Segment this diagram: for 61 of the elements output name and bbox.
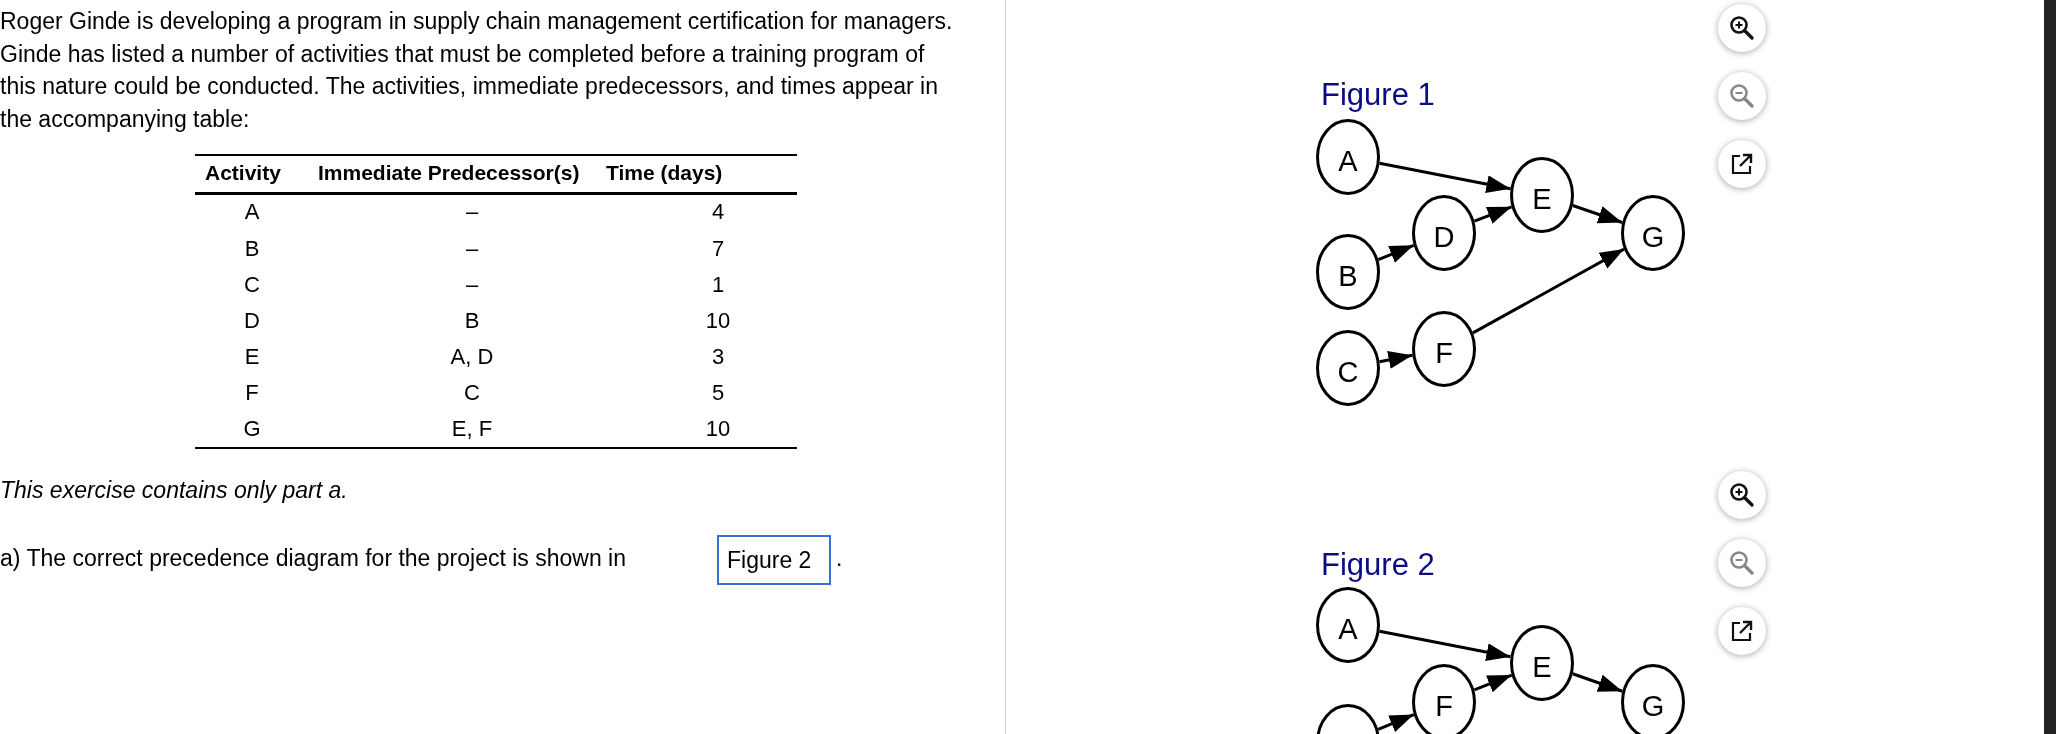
node-label: F bbox=[1434, 337, 1454, 369]
column-header: Time (days) bbox=[606, 160, 723, 186]
predecessor-label: – bbox=[465, 199, 479, 225]
activity-node bbox=[1621, 195, 1685, 271]
activity-node bbox=[1316, 119, 1380, 195]
column-header: Immediate Predecessor(s) bbox=[318, 160, 580, 186]
node-label: E bbox=[1531, 651, 1553, 683]
column-header: Activity bbox=[205, 160, 281, 186]
question-text: a) The correct precedence diagram for the project is shown in bbox=[0, 545, 626, 571]
activity-node bbox=[1412, 311, 1476, 387]
activity-node bbox=[1412, 664, 1476, 734]
node-label: G bbox=[1640, 221, 1666, 253]
predecessor-label: – bbox=[465, 236, 479, 262]
predecessor-label: B bbox=[464, 308, 480, 334]
activity-node bbox=[1621, 664, 1685, 734]
activity-label: D bbox=[244, 308, 260, 334]
arrow bbox=[1379, 351, 1413, 369]
arrow bbox=[1473, 205, 1513, 224]
predecessor-label: A, D bbox=[450, 344, 494, 370]
answer-field: Figure 2 bbox=[717, 535, 831, 585]
problem-statement: Roger Ginde is developing a program in supply chain management certification for managers. Ginde has listed a number of activities that must be completed before a training program of this nature could be conducted. The activities, immediate predecessors, and times appear in the accompanying table: bbox=[0, 7, 954, 134]
time-value: 4 bbox=[711, 199, 725, 225]
arrow bbox=[1377, 243, 1415, 263]
activity-node bbox=[1510, 157, 1574, 233]
node-label: G bbox=[1640, 690, 1666, 722]
predecessor-label: – bbox=[465, 272, 479, 298]
arrow bbox=[1473, 673, 1513, 693]
arrow bbox=[1472, 247, 1625, 335]
time-value: 7 bbox=[711, 236, 725, 262]
activity-label: G bbox=[243, 416, 261, 442]
time-value: 3 bbox=[711, 344, 725, 370]
activity-label: A bbox=[244, 199, 260, 225]
node-label: B bbox=[1337, 260, 1359, 292]
arrow bbox=[1379, 161, 1511, 194]
time-value: 10 bbox=[705, 416, 731, 442]
time-value: 10 bbox=[705, 308, 731, 334]
node-label: D bbox=[1432, 221, 1456, 253]
predecessor-label: E, F bbox=[451, 416, 493, 442]
activity-node bbox=[1510, 625, 1574, 701]
arrow bbox=[1572, 204, 1623, 224]
activity-node bbox=[1316, 587, 1380, 663]
period-text: . bbox=[836, 545, 843, 571]
node-label: F bbox=[1434, 690, 1454, 722]
activity-node bbox=[1316, 234, 1380, 310]
activity-node bbox=[1412, 195, 1476, 271]
node-label: A bbox=[1337, 145, 1359, 177]
node-label: C bbox=[1336, 356, 1360, 388]
activity-node bbox=[1316, 330, 1380, 406]
exercise-note: This exercise contains only part a. bbox=[0, 477, 348, 503]
activity-label: F bbox=[245, 380, 259, 406]
time-value: 5 bbox=[711, 380, 725, 406]
node-label: E bbox=[1531, 183, 1553, 215]
arrow bbox=[1379, 629, 1511, 662]
activity-label: E bbox=[244, 344, 260, 370]
time-value: 1 bbox=[711, 272, 725, 298]
arrow bbox=[1572, 672, 1623, 693]
activity-label: C bbox=[244, 272, 260, 298]
predecessor-label: C bbox=[464, 380, 480, 406]
activity-label: B bbox=[244, 236, 260, 262]
node-label: A bbox=[1337, 613, 1359, 645]
arrow bbox=[1377, 713, 1415, 733]
